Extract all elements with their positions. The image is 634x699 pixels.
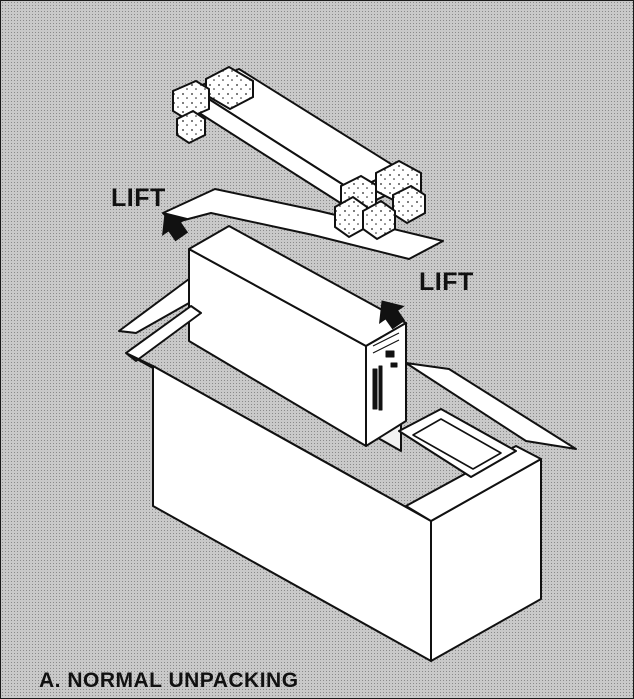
- carton-flap-end: [405, 445, 542, 522]
- packing-sheet: [162, 188, 444, 260]
- lift-arrow-icon-left: [162, 212, 189, 242]
- foam-blocks: [172, 65, 426, 241]
- lift-label-right: LIFT: [419, 268, 474, 296]
- unit-end-panel: [365, 322, 407, 447]
- unit-end-panel-details: [372, 350, 398, 411]
- lift-label-left: LIFT: [111, 184, 166, 212]
- figure-caption: A. NORMAL UNPACKING: [39, 669, 299, 692]
- carton-flap-right: [405, 362, 577, 450]
- lift-arrow-icon-right: [379, 300, 406, 330]
- carton-flap-left: [125, 305, 202, 362]
